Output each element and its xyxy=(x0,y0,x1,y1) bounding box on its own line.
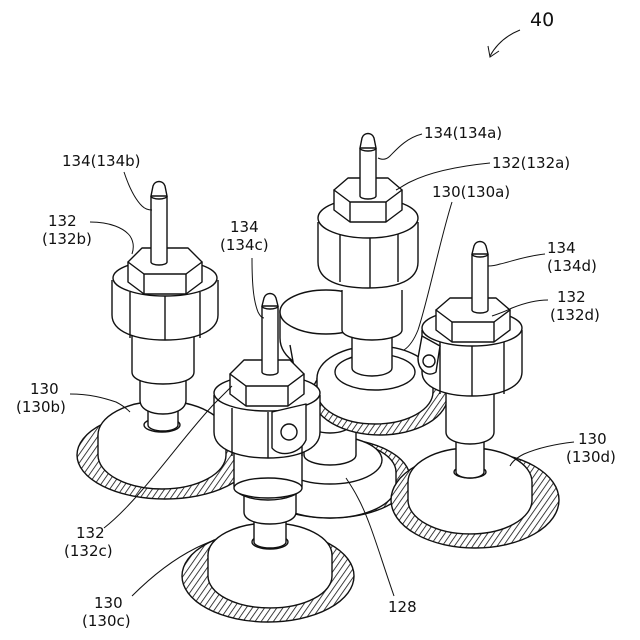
figure-number: 40 xyxy=(530,9,554,31)
label-gear-d-1: 130 xyxy=(578,430,607,448)
label-nozzle-d-2: (134d) xyxy=(547,257,597,275)
leader-nut-b xyxy=(90,222,133,254)
label-nozzle-c-2: (134c) xyxy=(220,236,269,254)
assembly-a xyxy=(312,134,448,436)
label-nozzle-c-1: 134 xyxy=(230,218,259,236)
label-nut-d-1: 132 xyxy=(557,288,586,306)
label-nut-d-2: (132d) xyxy=(550,306,600,324)
label-nut-c-1: 132 xyxy=(76,524,105,542)
label-gear-a: 130(130a) xyxy=(432,183,510,201)
label-nozzle-a: 134(134a) xyxy=(424,124,502,142)
label-nut-b-2: (132b) xyxy=(42,230,92,248)
label-nut-c-2: (132c) xyxy=(64,542,113,560)
figure-number-arrowhead xyxy=(488,46,499,57)
label-nut-b-1: 132 xyxy=(48,212,77,230)
label-center: 128 xyxy=(388,598,417,616)
assembly-b xyxy=(77,182,253,500)
label-gear-b-2: (130b) xyxy=(16,398,66,416)
leader-nozzle-d xyxy=(488,254,545,266)
label-nozzle-d-1: 134 xyxy=(547,239,576,257)
label-gear-c-1: 130 xyxy=(94,594,123,612)
label-gear-d-2: (130d) xyxy=(566,448,616,466)
label-nozzle-b: 134(134b) xyxy=(62,152,141,170)
leader-nozzle-b xyxy=(124,172,152,210)
label-gear-c-2: (130c) xyxy=(82,612,131,630)
leader-nozzle-a xyxy=(378,134,422,159)
label-nut-a: 132(132a) xyxy=(492,154,570,172)
label-gear-b-1: 130 xyxy=(30,380,59,398)
figure-number-arrow xyxy=(490,30,520,56)
